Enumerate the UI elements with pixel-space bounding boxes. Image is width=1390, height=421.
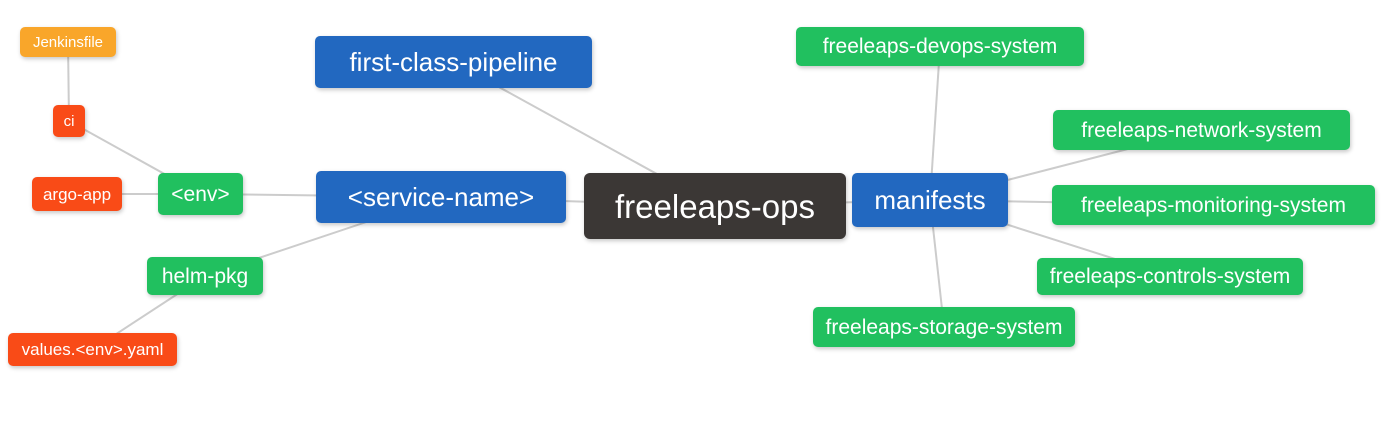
node-freeleaps-network-system[interactable]: freeleaps-network-system	[1053, 110, 1350, 150]
node-first-class-pipeline[interactable]: first-class-pipeline	[315, 36, 592, 88]
node-values-env-yaml[interactable]: values.<env>.yaml	[8, 333, 177, 366]
node-freeleaps-monitoring-system[interactable]: freeleaps-monitoring-system	[1052, 185, 1375, 225]
node-freeleaps-controls-system[interactable]: freeleaps-controls-system	[1037, 258, 1303, 295]
node-argo-app[interactable]: argo-app	[32, 177, 122, 211]
node-jenkinsfile[interactable]: Jenkinsfile	[20, 27, 116, 57]
node-freeleaps-ops-root[interactable]: freeleaps-ops	[584, 173, 846, 239]
node-freeleaps-storage-system[interactable]: freeleaps-storage-system	[813, 307, 1075, 347]
node-manifests[interactable]: manifests	[852, 173, 1008, 227]
node-freeleaps-devops-system[interactable]: freeleaps-devops-system	[796, 27, 1084, 66]
node-ci[interactable]: ci	[53, 105, 85, 137]
node-env[interactable]: <env>	[158, 173, 243, 215]
node-service-name[interactable]: <service-name>	[316, 171, 566, 223]
node-helm-pkg[interactable]: helm-pkg	[147, 257, 263, 295]
